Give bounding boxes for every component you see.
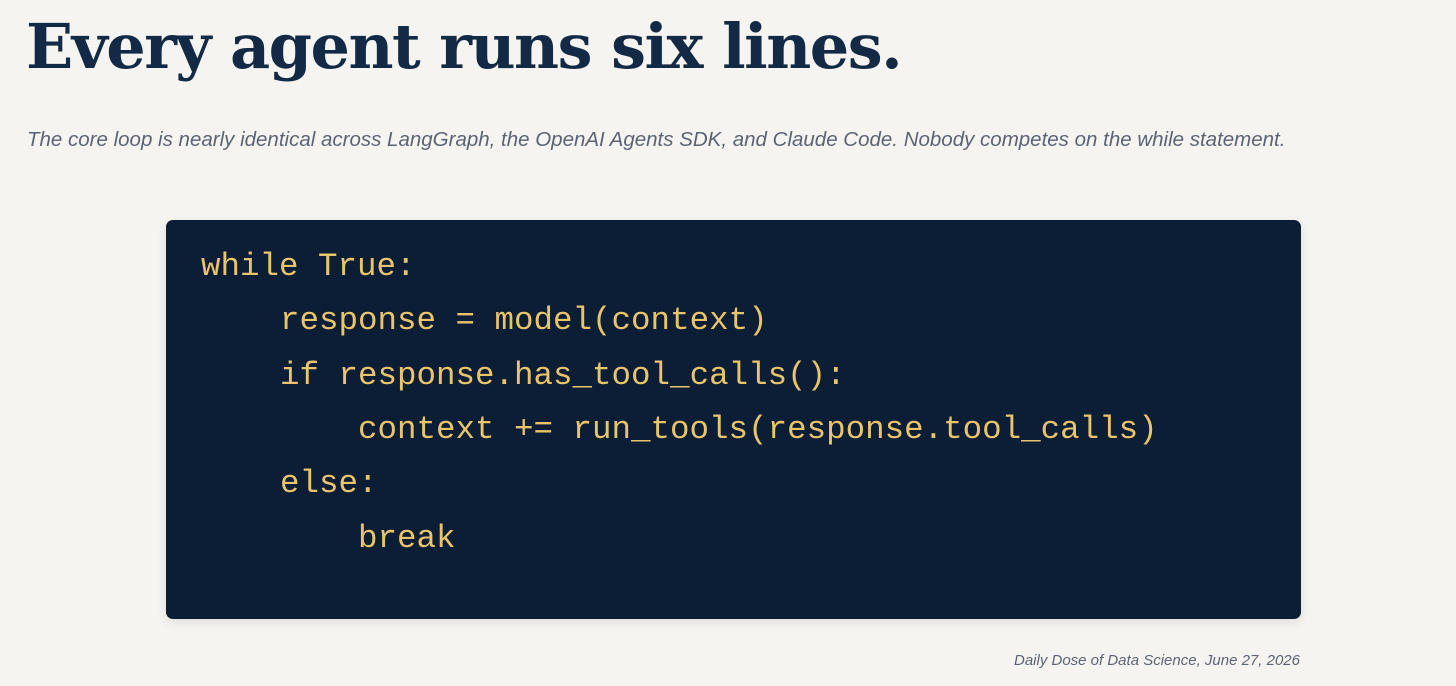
code-line-while: while True: <box>201 248 416 285</box>
slide-subtitle: The core loop is nearly identical across… <box>27 128 1286 151</box>
code-line-else: else: <box>280 465 378 502</box>
code-line-if: if response.has_tool_calls(): <box>280 357 846 394</box>
slide-title: Every agent runs six lines. <box>26 10 903 83</box>
source-credit: Daily Dose of Data Science, June 27, 202… <box>1013 652 1300 669</box>
code-block: while True: response = model(context) if… <box>166 220 1301 619</box>
code-line-break: break <box>358 520 456 557</box>
code-line-context: context += run_tools(response.tool_calls… <box>358 411 1158 448</box>
code-line-response: response = model(context) <box>280 302 768 339</box>
